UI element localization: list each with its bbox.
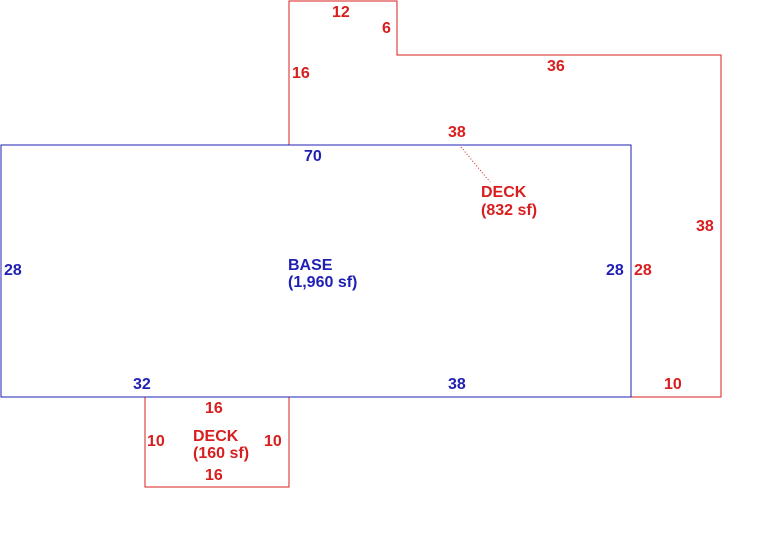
dim-small-left: 10 [147,433,165,450]
dim-deck-upper-run: 36 [547,58,565,75]
deck-leader-line [460,146,491,183]
dim-base-left: 28 [4,262,22,279]
deck-large-area-label: (832 sf) [481,202,537,219]
base-outline [0,144,632,398]
dim-deck-top: 12 [332,4,350,21]
dim-deck-notch: 6 [382,20,391,37]
dim-small-top: 16 [205,400,223,417]
base-area-label: (1,960 sf) [288,274,357,291]
dim-deck-left-upper: 16 [292,65,310,82]
dim-base-top: 70 [304,148,322,165]
deck-large-name-label: DECK [481,184,527,201]
deck-small-outline [144,397,290,488]
dim-base-bottom-left: 32 [133,376,151,393]
dim-base-bottom-right: 38 [448,376,466,393]
dim-deck-right: 38 [696,218,714,235]
dim-small-bottom: 16 [205,467,223,484]
dim-base-right: 28 [606,262,624,279]
dim-deck-inner-top: 38 [448,124,466,141]
dim-small-right: 10 [264,433,282,450]
dim-deck-bottom: 10 [664,376,682,393]
deck-small-name-label: DECK [193,428,239,445]
deck-small-area-label: (160 sf) [193,445,249,462]
dim-deck-inner-right: 28 [634,262,652,279]
deck-large-outline [288,0,722,398]
base-name-label: BASE [288,257,333,274]
